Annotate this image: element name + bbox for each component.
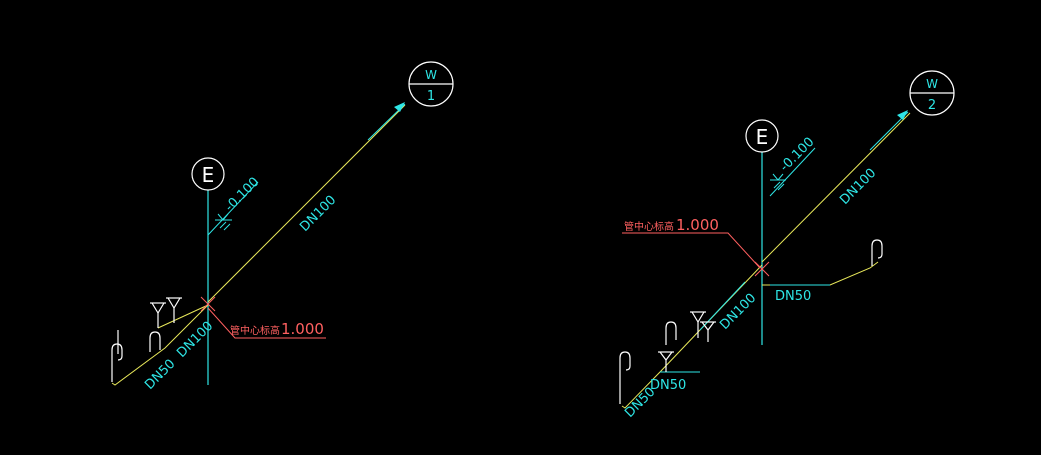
left-center-height-marker xyxy=(200,296,326,339)
right-branch-label-dn50-mid: DN50 xyxy=(650,378,686,393)
left-outlet-top: W xyxy=(425,68,437,82)
right-branch-label-dn100: DN100 xyxy=(717,291,759,333)
left-outlet-bottom: 1 xyxy=(427,89,435,104)
right-center-height-value: 1.000 xyxy=(676,216,719,234)
right-main-pipe-label: DN100 xyxy=(837,166,879,208)
right-level-mark xyxy=(769,147,816,197)
left-center-height-value: 1.000 xyxy=(281,320,324,338)
left-branch-pipe-2 xyxy=(157,304,209,329)
right-riser-label: E xyxy=(756,125,769,149)
left-main-pipe xyxy=(207,104,406,303)
right-fixture-trap-side xyxy=(871,239,883,266)
left-system: E -0.100 W 1 DN100 DN100 DN50 xyxy=(111,61,454,393)
left-fixture-trap-1 xyxy=(149,331,161,352)
left-riser-circle xyxy=(191,157,225,191)
right-main-pipe xyxy=(761,112,911,263)
right-level-label: -0.100 xyxy=(777,135,817,175)
left-branch-pipe xyxy=(111,304,209,386)
left-outlet-symbol xyxy=(408,61,454,107)
left-branch-label-dn50: DN50 xyxy=(142,357,178,393)
right-fixture-trap-2 xyxy=(619,351,631,404)
right-center-height-label: 管中心标高 xyxy=(624,220,674,233)
right-branch-label-dn50-low: DN50 xyxy=(622,385,658,421)
left-level-label: -0.100 xyxy=(222,175,262,215)
right-system: E -0.100 W 2 DN100 DN50 xyxy=(619,70,955,421)
right-outlet-symbol xyxy=(909,70,955,116)
right-riser-circle xyxy=(745,119,779,153)
right-fixture-funnel-2 xyxy=(700,321,716,342)
left-level-mark xyxy=(207,181,259,236)
left-fixture-funnel-2 xyxy=(166,297,182,323)
left-main-pipe-label: DN100 xyxy=(297,193,339,235)
left-center-height-label: 管中心标高 xyxy=(230,324,280,337)
right-outlet-top: W xyxy=(926,77,938,91)
right-fixture-funnel-1 xyxy=(690,311,706,338)
left-flow-arrow xyxy=(367,102,406,141)
right-center-height-marker xyxy=(622,232,770,277)
right-fixture-funnel-3 xyxy=(658,351,674,372)
left-fixture-trap-2 xyxy=(111,330,123,382)
right-side-branch xyxy=(762,261,879,286)
right-outlet-bottom: 2 xyxy=(928,98,936,113)
right-fixture-trap-1 xyxy=(665,321,677,345)
right-branch-label-dn50-side: DN50 xyxy=(775,289,811,304)
left-riser-label: E xyxy=(202,163,215,187)
left-branch-label-dn100: DN100 xyxy=(174,319,216,361)
right-flow-arrow xyxy=(869,110,909,151)
left-fixture-funnel-1 xyxy=(150,302,166,328)
